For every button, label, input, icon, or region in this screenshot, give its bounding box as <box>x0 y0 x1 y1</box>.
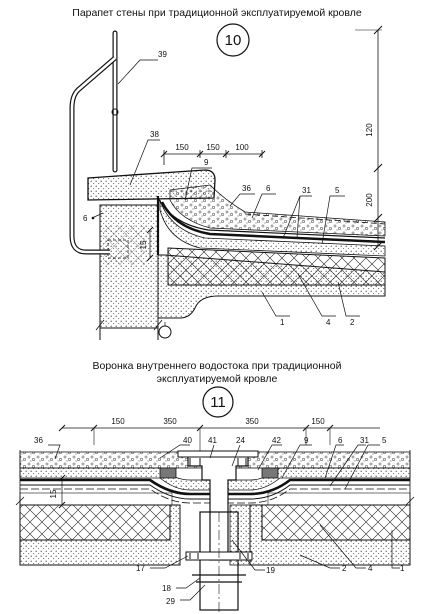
insulation-11-right <box>261 504 411 541</box>
parapet-wall <box>99 204 159 329</box>
callout-10-6: 5 <box>335 186 340 195</box>
callout-11-bottom-4: 2 <box>342 564 347 573</box>
callout-10-8: 1 <box>280 318 285 327</box>
drain-grate <box>177 450 259 458</box>
callout-11-top-8: 5 <box>382 436 387 445</box>
callout-11-top-3: 24 <box>236 436 245 445</box>
callout-11-top-7: 31 <box>360 436 369 445</box>
callout-10-10: 2 <box>350 318 355 327</box>
dim-10-top-2: 150 <box>206 143 220 152</box>
callout-10-4: 6 <box>266 184 271 193</box>
callout-11-bottom-3: 19 <box>266 566 275 575</box>
dim-10-left: 15 <box>139 240 148 249</box>
callout-10-2: 9 <box>204 158 209 167</box>
detail-11-number-circle <box>202 386 234 418</box>
callout-11-top-0: 36 <box>34 436 43 445</box>
callout-11-top-2: 41 <box>208 436 217 445</box>
callout-11-bottom-6: 1 <box>400 564 405 573</box>
callout-11-bottom-1: 18 <box>162 584 171 593</box>
dim-10-right-1: 120 <box>365 123 374 137</box>
detail-10-title: Парапет стены при традиционной эксплуати… <box>72 7 362 19</box>
detail-11-title-line2: эксплуатируемой кровле <box>156 373 278 385</box>
insulation-10 <box>167 247 386 286</box>
dim-10-right-2: 200 <box>365 193 374 207</box>
callout-11-top-1: 40 <box>183 436 192 445</box>
dim-10-top-3: 100 <box>235 143 249 152</box>
callout-11-bottom-2: 29 <box>166 597 175 606</box>
dim-11-top-1: 150 <box>111 417 125 426</box>
callout-10-3: 36 <box>242 184 251 193</box>
detail-10-number: 10 <box>225 32 242 49</box>
callout-11-top-4: 42 <box>272 436 281 445</box>
callout-10-1: 38 <box>150 130 159 139</box>
dim-11-left: 15 <box>49 489 58 498</box>
callout-11-bottom-5: 4 <box>368 564 373 573</box>
detail-10-drawing: 10 <box>69 23 386 340</box>
detail-11-number: 11 <box>210 394 226 411</box>
detail-10-number-circle <box>216 23 250 57</box>
detail-11-drawing: 11 150 350 350 150 <box>15 386 415 614</box>
dim-11-top-4: 150 <box>311 417 325 426</box>
detail-11-title-line1: Воронка внутреннего водостока при традиц… <box>92 360 342 372</box>
callout-11-top-5: 9 <box>304 436 309 445</box>
dim-10-top-1: 150 <box>175 143 189 152</box>
callout-10-9: 4 <box>326 318 331 327</box>
callout-11-top-6: 6 <box>338 436 343 445</box>
dim-11-top-2: 350 <box>163 417 177 426</box>
dim-11-top-3: 350 <box>245 417 259 426</box>
insulation-11-left <box>19 504 171 541</box>
callout-10-5: 31 <box>302 186 311 195</box>
callout-11-bottom-0: 17 <box>136 564 145 573</box>
callout-10-7: 6 <box>83 214 88 223</box>
callout-10-0: 39 <box>158 50 167 59</box>
